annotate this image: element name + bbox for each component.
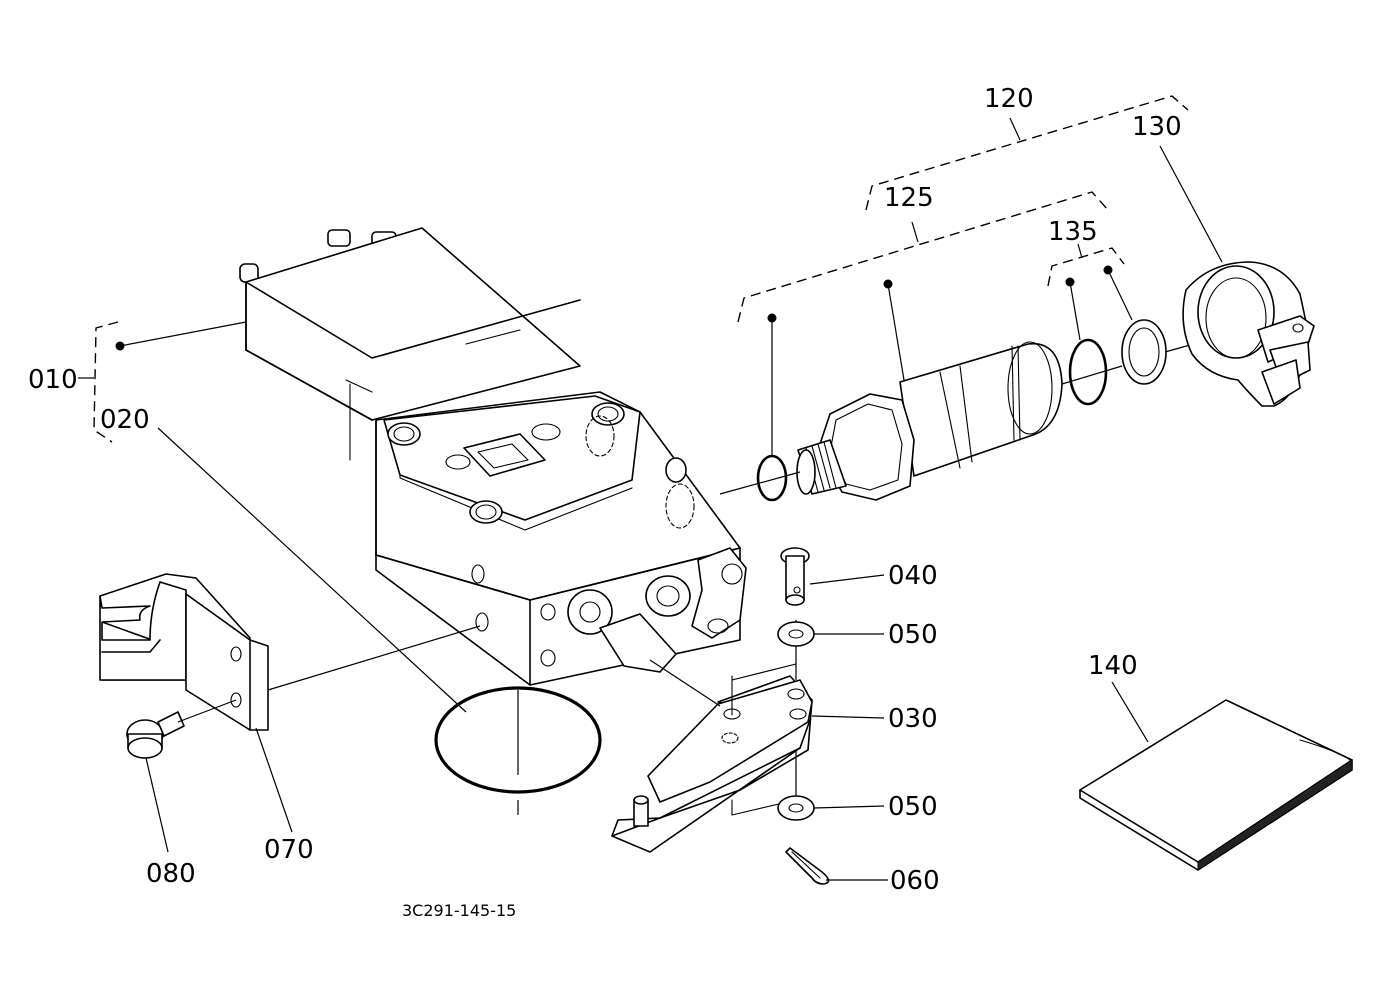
o-ring-135 [1068,338,1108,406]
filter-element-125 [796,341,1063,501]
o-ring-020 [434,686,602,815]
callout-130: 130 [1132,112,1182,142]
group-brackets [78,95,1189,443]
cotter-pin-060 [785,847,830,885]
callout-080: 080 [146,859,196,889]
callout-120: 120 [984,84,1034,114]
leader-lines [119,145,1223,881]
drawing-code: 3C291-145-15 [402,901,516,920]
callout-labels: 010 020 030 040 050 050 060 070 080 120 … [28,84,1182,920]
bolt-080 [126,711,185,759]
callout-020: 020 [100,405,150,435]
pin-040 [780,547,810,606]
callout-050-bottom: 050 [888,792,938,822]
valve-assembly [239,227,747,686]
callout-060: 060 [890,866,940,896]
callout-140: 140 [1088,651,1138,681]
o-ring-125 [756,454,788,502]
backup-ring-135 [1121,319,1167,385]
callout-125: 125 [884,183,934,213]
callout-050-top: 050 [888,620,938,650]
reference-dots [115,265,1113,351]
lever-030 [611,620,813,853]
callout-010: 010 [28,365,78,395]
callout-040: 040 [888,561,938,591]
callout-070: 070 [264,835,314,865]
callout-135: 135 [1048,217,1098,247]
clamp-130 [1182,261,1315,407]
manual-140 [1079,699,1353,871]
washer-050-top [777,621,815,647]
callout-030: 030 [888,704,938,734]
bracket-070 [99,573,269,731]
washer-050-bottom [777,795,815,821]
